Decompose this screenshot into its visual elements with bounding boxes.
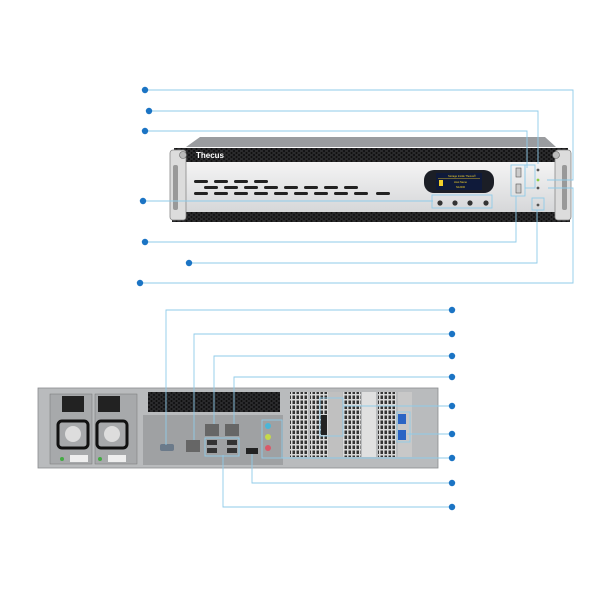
highlight-rear-usb (204, 437, 240, 457)
lcd-buttons[interactable] (437, 200, 489, 206)
callout-lines (140, 89, 574, 508)
led-2 (536, 178, 540, 182)
psu-led-2 (98, 457, 102, 461)
callout-dot-rear-9[interactable] (448, 503, 456, 511)
callout-dot-front-6[interactable] (185, 259, 193, 267)
psu-handle-1[interactable] (56, 419, 90, 450)
lcd-screen (436, 173, 482, 190)
highlight-audio (261, 419, 283, 459)
callout-dot-rear-5[interactable] (448, 402, 456, 410)
lcd-up-button[interactable] (437, 200, 443, 206)
reset-button[interactable] (536, 203, 540, 207)
callout-dot-rear-7[interactable] (448, 454, 456, 462)
led-1 (536, 168, 540, 172)
callout-dot-front-2[interactable] (145, 107, 153, 115)
front-usb-port-2[interactable] (515, 183, 522, 194)
front-top-vent (174, 148, 568, 162)
lan-port-1 (186, 440, 200, 452)
highlight-usb3 (396, 411, 411, 443)
callout-dot-rear-2[interactable] (448, 330, 456, 338)
lan-port-2 (205, 424, 219, 436)
callout-dot-rear-6[interactable] (448, 430, 456, 438)
psu-fan-1 (65, 426, 81, 442)
pcie-card-bracket (398, 392, 412, 457)
left-thumbscrew (179, 151, 187, 159)
callout-dot-rear-4[interactable] (448, 373, 456, 381)
pcie-slot-cover (290, 392, 308, 457)
callout-line-rear-3 (213, 355, 452, 424)
left-handle-grip (173, 165, 178, 210)
power-button[interactable] (536, 186, 540, 190)
highlight-reset (531, 197, 545, 211)
callout-dot-front-5[interactable] (141, 238, 149, 246)
front-usb-ports[interactable] (515, 167, 522, 194)
lcd-disk-icon (439, 180, 443, 186)
line-out-jack (265, 434, 271, 440)
mic-in-jack (265, 445, 271, 451)
callout-line-rear-9 (222, 455, 452, 508)
pcie-slot-cover (378, 392, 396, 457)
lcd-enter-button[interactable] (467, 200, 473, 206)
serial-port (160, 444, 174, 451)
front-usb-port-1[interactable] (515, 167, 522, 178)
lcd-esc-button[interactable] (483, 200, 489, 206)
power-socket-1 (62, 396, 84, 412)
usb3-port-2 (398, 430, 406, 440)
front-bottom-vent (172, 212, 570, 222)
hdmi-port (246, 448, 258, 454)
pcie-slots (290, 392, 412, 457)
front-faceplate (174, 162, 568, 212)
highlight-display-port (319, 397, 344, 437)
lcd-line-3: N12000 (456, 185, 466, 189)
callout-highlight-boxes (204, 164, 545, 459)
right-handle-grip (562, 165, 567, 210)
right-thumbscrew (552, 151, 560, 159)
power-socket-2 (98, 396, 120, 412)
psu-led-1 (60, 457, 64, 461)
psu-fan-2 (104, 426, 120, 442)
front-lid (186, 137, 556, 147)
status-leds (536, 168, 540, 207)
lan-port-3 (225, 424, 239, 436)
callout-dot-front-1[interactable] (141, 86, 149, 94)
callout-line-front-7 (140, 187, 574, 284)
callout-line-front-6 (189, 210, 538, 264)
display-port (321, 415, 327, 435)
callout-line-rear-8 (251, 454, 452, 484)
psu-label-2 (108, 455, 126, 462)
callout-dot-rear-1[interactable] (448, 306, 456, 314)
callout-line-front-3 (145, 130, 528, 168)
psu-handle-2[interactable] (95, 419, 129, 450)
psu-label-1 (70, 455, 88, 462)
callout-dots (136, 86, 456, 511)
lcd-line-2: Host Name (454, 180, 468, 184)
callout-line-front-5 (145, 196, 517, 243)
lcd-line-1: Storage Inside Thecus® (448, 174, 476, 178)
callout-dot-rear-8[interactable] (448, 479, 456, 487)
front-unit: Thecus Storage Inside Thecus® Host Name … (169, 137, 572, 222)
pcie-slot-cover (343, 392, 361, 457)
highlight-front-leds (524, 164, 536, 189)
callout-line-front-1 (145, 89, 574, 181)
audio-jacks (265, 423, 271, 451)
callout-dot-front-7[interactable] (136, 279, 144, 287)
rear-usb-ports (207, 440, 237, 453)
callout-dot-rear-3[interactable] (448, 352, 456, 360)
brand-logo: Thecus (196, 151, 225, 160)
pcie-slot-cover (362, 392, 376, 457)
callout-line-rear-1 (165, 309, 452, 445)
callout-dot-front-3[interactable] (141, 127, 149, 135)
power-supplies (49, 393, 138, 465)
callout-line-rear-2 (193, 333, 452, 440)
pcie-slot-cover (310, 392, 328, 457)
callout-line-rear-4 (233, 376, 452, 424)
callout-line-front-2 (149, 110, 539, 164)
line-in-jack (265, 423, 271, 429)
usb3-port-1 (398, 414, 406, 424)
pcie-card-bracket (328, 392, 342, 457)
highlight-lcd-buttons (431, 194, 493, 209)
lcd-down-button[interactable] (452, 200, 458, 206)
callout-dot-front-4[interactable] (139, 197, 147, 205)
front-vent-slots (194, 180, 390, 195)
